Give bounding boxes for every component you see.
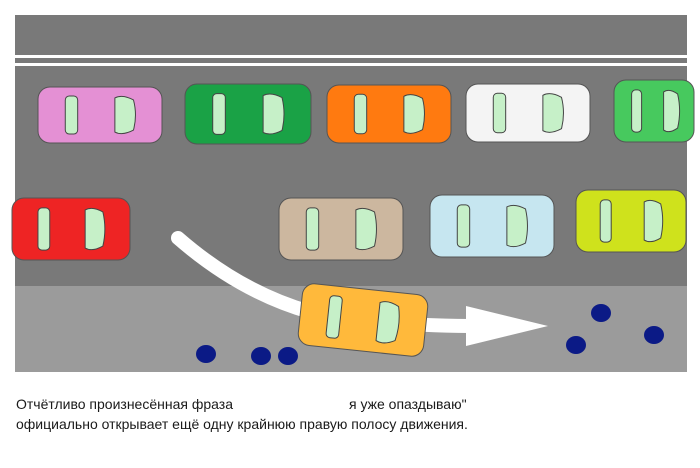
car-body [297,283,429,357]
red-car [11,197,131,261]
car-windshield [403,94,425,134]
car-body [37,86,163,144]
car-windshield [506,204,528,248]
pebble [196,345,216,363]
car-windshield [114,95,136,135]
car-rear-window [599,199,612,243]
lane-line-top-2 [15,63,687,66]
car-rear-window [37,207,51,251]
pebble [278,347,298,365]
traffic-illustration [11,15,695,372]
car-body [429,194,555,258]
caption-line-1-start: Отчётливо произнесённая фраза [16,396,233,412]
pebble [644,326,664,344]
car-windshield [84,207,106,251]
car-windshield [663,89,681,133]
car-windshield [542,93,564,133]
pebble [591,304,611,322]
car-body [278,197,404,261]
car-windshield [375,301,400,344]
car-rear-window [325,295,343,339]
merging-orange-car [297,283,429,357]
car-rear-window [353,93,368,135]
green-car [184,83,312,145]
light-blue-car [429,194,555,258]
car-windshield [355,207,377,251]
car-rear-window [64,95,79,135]
pebbles [196,304,664,365]
pebble [251,347,271,365]
car-body [575,189,687,253]
tan-car [278,197,404,261]
car-body [11,197,131,261]
pebble [566,336,586,354]
orange-car [326,84,452,144]
caption-line-1-end: я уже опаздываю" [349,396,467,412]
car-body [184,83,312,145]
caption-line-2: официально открывает ещё одну крайнюю пр… [16,416,468,432]
pink-car [37,86,163,144]
yellow-green-car [575,189,687,253]
car-body [613,79,695,143]
car-rear-window [492,92,507,134]
car-rear-window [631,89,643,133]
car-body [465,83,591,143]
car-rear-window [212,93,226,135]
car-windshield [262,93,285,135]
car-rear-window [305,207,320,251]
white-car [465,83,591,143]
lime-car-top [613,79,695,143]
caption-line-1: Отчётливо произнесённая фраза я уже опазд… [16,394,686,414]
car-body [326,84,452,144]
car-rear-window [456,204,471,248]
car-windshield [643,199,664,243]
lane-line-top-1 [15,55,687,58]
